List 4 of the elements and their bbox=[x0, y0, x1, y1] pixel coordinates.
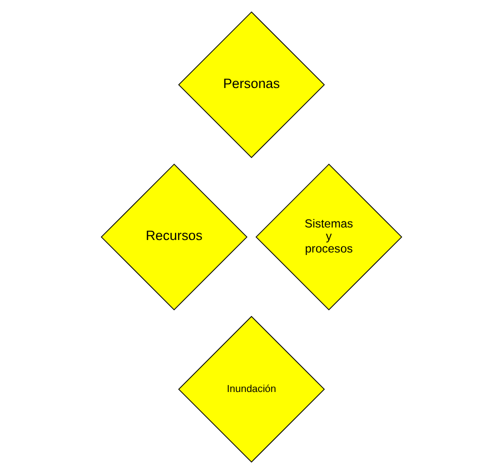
node-diamond: Sistemas y procesos bbox=[256, 164, 402, 310]
node-diamond: Recursos bbox=[100, 164, 248, 310]
node-diamond: Personas bbox=[178, 11, 325, 158]
node-diamond: Inundación bbox=[178, 316, 325, 463]
